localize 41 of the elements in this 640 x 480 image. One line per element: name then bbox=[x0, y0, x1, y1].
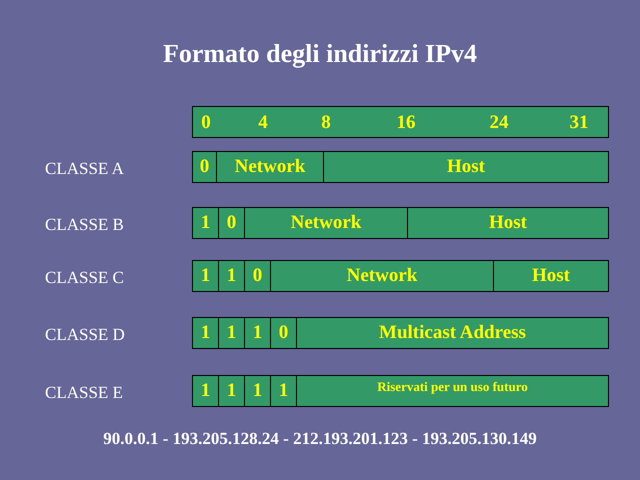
bit-scale-bar bbox=[192, 106, 609, 138]
field-label: Network bbox=[290, 210, 362, 235]
address-bar bbox=[192, 375, 609, 407]
class-label: CLASSE C bbox=[45, 267, 124, 289]
field-label: Multicast Address bbox=[379, 320, 526, 345]
field-label: 1 bbox=[226, 378, 236, 403]
title: Formato degli indirizzi IPv4 bbox=[162, 38, 478, 70]
field-label: 1 bbox=[252, 378, 262, 403]
field-label: 1 bbox=[278, 378, 288, 403]
field-label: 0 bbox=[278, 320, 288, 345]
field-label: Host bbox=[532, 264, 570, 288]
field-label: 1 bbox=[200, 378, 210, 403]
field-label: 0 bbox=[200, 154, 210, 179]
address-bar bbox=[192, 317, 609, 349]
field-label: 1 bbox=[200, 210, 210, 235]
field-label: 1 bbox=[226, 264, 236, 288]
bit-number: 24 bbox=[490, 111, 508, 135]
bit-number: 16 bbox=[396, 111, 416, 135]
bit-number: 4 bbox=[258, 111, 268, 135]
address-bar bbox=[192, 207, 609, 239]
class-label: CLASSE A bbox=[45, 158, 124, 180]
field-label: Riservati per un uso futuro bbox=[377, 378, 528, 396]
class-label: CLASSE D bbox=[45, 324, 125, 346]
field-label: Network bbox=[234, 154, 306, 179]
field-label: 1 bbox=[200, 320, 210, 345]
field-label: Network bbox=[346, 264, 418, 288]
bit-number: 0 bbox=[201, 111, 211, 135]
example-addresses: 90.0.0.1 - 193.205.128.24 - 212.193.201.123 - 193.205.130.149 bbox=[103, 428, 537, 450]
field-label: 0 bbox=[252, 264, 262, 288]
field-label: 0 bbox=[226, 210, 236, 235]
bit-number: 31 bbox=[570, 111, 588, 135]
field-label: Host bbox=[447, 154, 485, 179]
field-label: Host bbox=[489, 210, 527, 235]
address-bar bbox=[192, 260, 609, 292]
address-bar bbox=[192, 151, 609, 183]
class-label: CLASSE B bbox=[45, 214, 124, 236]
bit-number: 8 bbox=[321, 111, 331, 135]
field-label: 1 bbox=[200, 264, 210, 288]
class-label: CLASSE E bbox=[45, 382, 123, 404]
field-label: 1 bbox=[226, 320, 236, 345]
field-label: 1 bbox=[252, 320, 262, 345]
